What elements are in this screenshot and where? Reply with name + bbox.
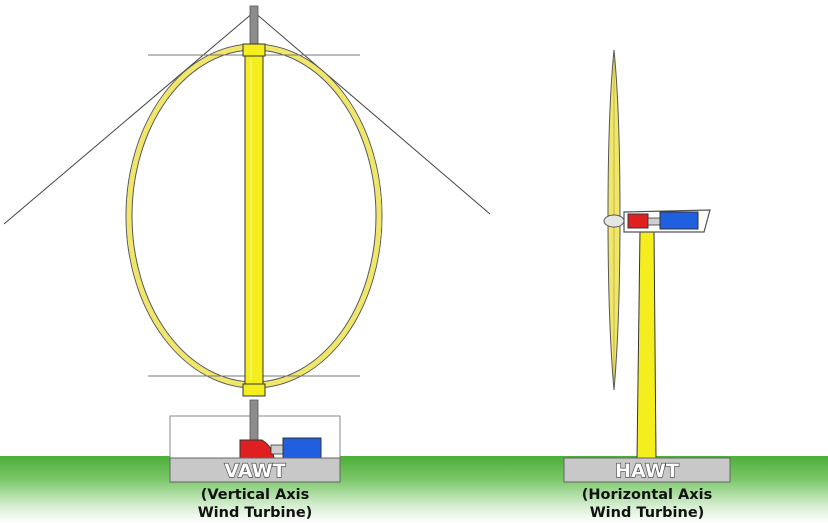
vawt-top-rod [249, 5, 259, 49]
hawt-hub [603, 214, 625, 228]
vawt-turbine: VAWT (Vertical Axis Wind Turbine) [3, 5, 491, 521]
vawt-guy-wire-right [253, 11, 491, 215]
vawt-gearbox [282, 437, 322, 459]
vawt-guy-wire-left [3, 11, 255, 225]
vawt-caption-line1: (Vertical Axis [201, 487, 310, 503]
hawt-tower [636, 229, 657, 459]
vawt-shaft [244, 55, 264, 385]
vawt-label: VAWT [224, 460, 285, 482]
hawt-base [563, 457, 731, 483]
hawt-caption-line2: Wind Turbine) [590, 505, 705, 521]
vawt-caption-line2: Wind Turbine) [198, 505, 313, 521]
hawt-label: HAWT [615, 460, 679, 482]
vawt-bottom-collar [242, 383, 266, 397]
hawt-turbine: HAWT (Horizontal Axis Wind Turbine) [563, 49, 731, 521]
vawt-connector [270, 444, 284, 455]
vawt-base [169, 457, 341, 483]
vawt-lower-rod [249, 399, 259, 443]
hawt-gearbox [659, 211, 699, 230]
hawt-caption-line1: (Horizontal Axis [582, 487, 712, 503]
hawt-connector [647, 217, 661, 226]
vawt-top-collar [242, 43, 266, 57]
hawt-generator [627, 213, 649, 229]
